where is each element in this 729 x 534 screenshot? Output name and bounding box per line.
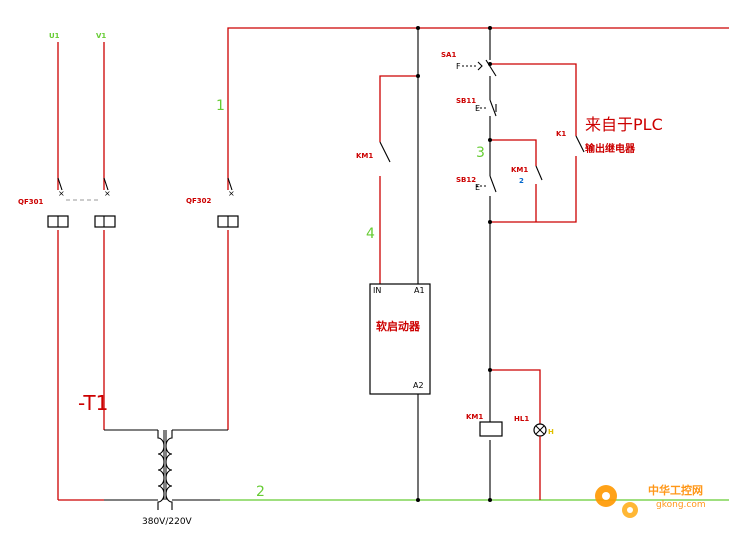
qf302-breaker: × <box>217 177 239 228</box>
label-km1-coil: KM1 <box>466 413 483 421</box>
transformer-t1 <box>104 429 228 510</box>
label-qf301: QF301 <box>18 198 43 206</box>
label-softstarter-a2: A2 <box>413 381 424 390</box>
softstarter-branch <box>379 26 420 500</box>
label-km1-hold: KM1 <box>511 166 528 174</box>
sa1-switch <box>462 61 483 71</box>
k1-loop <box>488 62 585 224</box>
label-plc-line2: 输出继电器 <box>585 142 636 155</box>
svg-text:×: × <box>228 189 235 198</box>
label-softstarter-a1: A1 <box>414 286 425 295</box>
label-km1-softstart: KM1 <box>356 152 373 160</box>
wire-number-3: 3 <box>476 145 485 161</box>
label-sb11: SB11 <box>456 97 476 105</box>
label-sa1-f: F <box>456 62 461 71</box>
wire-2-bus <box>58 498 729 502</box>
label-u1: U1 <box>49 32 60 40</box>
watermark-line2: gkong.com <box>656 500 706 510</box>
label-plc-line1: 来自于PLC <box>585 115 663 134</box>
label-km1-num: 2 <box>519 177 524 185</box>
label-v1: V1 <box>96 32 106 40</box>
label-transformer-rating: 380V/220V <box>142 517 193 527</box>
softstarter-box <box>369 283 431 395</box>
wire-1-line <box>227 27 729 430</box>
label-sb11-e: E <box>475 104 480 113</box>
label-qf302: QF302 <box>186 197 211 205</box>
svg-text:×: × <box>104 189 111 198</box>
qf301-breaker: × × <box>47 177 116 228</box>
label-hl1: HL1 <box>514 415 529 423</box>
label-transformer-tag: -T1 <box>78 391 108 415</box>
label-hl-mark: H <box>548 428 554 436</box>
km1-coil <box>479 421 503 437</box>
hl1-lamp <box>488 368 547 500</box>
wire-number-4: 4 <box>366 226 375 242</box>
km1-hold-contact <box>488 138 543 222</box>
svg-text:×: × <box>58 189 65 198</box>
label-k1: K1 <box>556 130 566 138</box>
label-softstarter-in: IN <box>373 286 381 295</box>
gkong-watermark: 中华工控网 gkong.com <box>595 483 706 518</box>
wire-number-2: 2 <box>256 484 265 500</box>
watermark-line1: 中华工控网 <box>648 483 703 497</box>
sb11-button <box>476 104 497 112</box>
label-sb12: SB12 <box>456 176 476 184</box>
gear-icon <box>595 485 638 518</box>
label-sb12-e: E <box>475 183 480 192</box>
control-main-line <box>485 26 497 500</box>
label-softstarter-name: 软启动器 <box>376 319 421 333</box>
wire-number-1: 1 <box>216 98 225 114</box>
label-sa1: SA1 <box>441 51 456 59</box>
